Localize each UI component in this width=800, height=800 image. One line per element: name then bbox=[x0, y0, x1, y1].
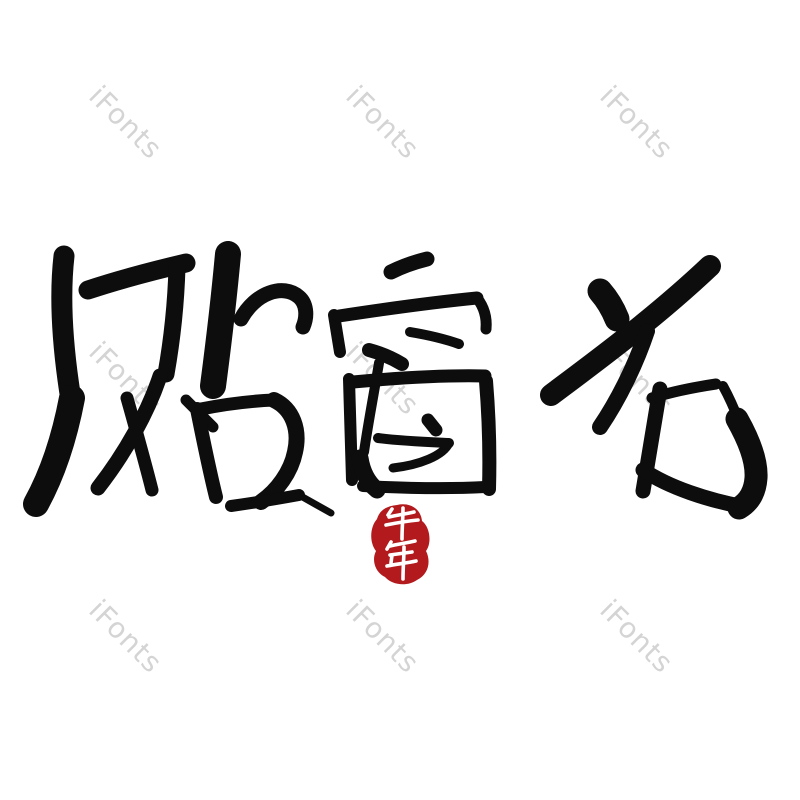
brush-stroke bbox=[343, 373, 358, 486]
brush-stroke bbox=[194, 393, 281, 416]
seal-glyph-stroke bbox=[400, 506, 405, 541]
brush-stroke bbox=[346, 369, 492, 389]
brush-stroke bbox=[253, 392, 305, 510]
brush-stroke bbox=[120, 391, 159, 497]
brush-stroke bbox=[383, 251, 435, 280]
brush-stroke bbox=[471, 292, 492, 335]
brush-stroke bbox=[646, 378, 722, 404]
seal-glyph-stroke bbox=[388, 539, 417, 548]
brush-stroke bbox=[725, 407, 768, 520]
seal-glyph-stroke bbox=[386, 507, 394, 517]
seal-stamp bbox=[371, 504, 430, 585]
brush-stroke bbox=[540, 255, 721, 406]
seal-characters bbox=[384, 506, 420, 581]
calligraphy-text bbox=[23, 241, 768, 520]
brush-stroke bbox=[362, 343, 409, 371]
brush-stroke bbox=[592, 323, 655, 435]
brush-stroke bbox=[405, 327, 464, 349]
brush-stroke bbox=[233, 283, 314, 335]
brush-stroke bbox=[295, 491, 335, 517]
character-chuang bbox=[328, 251, 497, 499]
brush-stroke bbox=[200, 241, 241, 399]
brush-stroke bbox=[587, 278, 630, 332]
brush-stroke bbox=[225, 489, 305, 512]
brush-stroke bbox=[359, 358, 384, 457]
brush-stroke bbox=[373, 433, 454, 448]
brush-stroke bbox=[332, 291, 484, 323]
brush-stroke bbox=[23, 385, 85, 517]
character-tie bbox=[23, 241, 335, 517]
brush-stroke bbox=[388, 438, 454, 473]
brush-stroke bbox=[635, 462, 752, 515]
brush-stroke bbox=[51, 245, 82, 411]
brush-stroke bbox=[479, 374, 497, 496]
brush-stroke bbox=[157, 258, 186, 383]
seal-glyph-stroke bbox=[401, 545, 406, 581]
seal-glyph-stroke bbox=[389, 553, 394, 565]
brush-stroke bbox=[421, 413, 443, 437]
brush-stroke bbox=[351, 449, 386, 499]
brush-stroke bbox=[190, 402, 223, 504]
character-hua bbox=[540, 255, 768, 520]
